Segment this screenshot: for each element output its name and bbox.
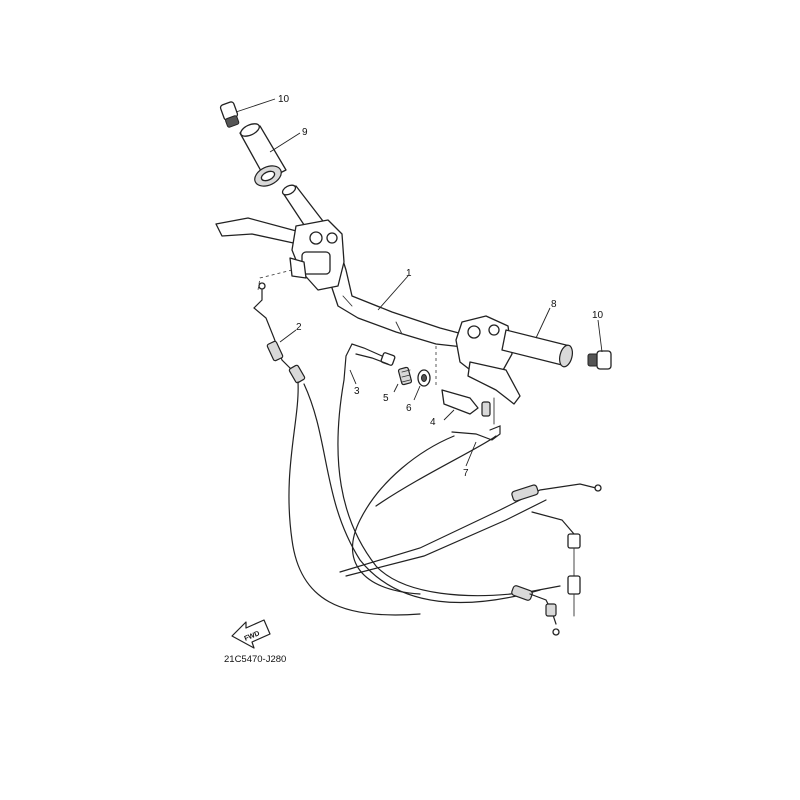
- left-lever-assembly[interactable]: [215, 217, 345, 291]
- throttle-cable-part[interactable]: [337, 343, 561, 597]
- diagram-code: 21C5470-J280: [224, 654, 286, 665]
- callout-9: 9: [302, 127, 308, 138]
- callout-10-left: 10: [278, 94, 290, 105]
- forward-arrow-icon: FWD: [231, 619, 271, 649]
- callout-7: 7: [463, 468, 469, 479]
- brake-switch-part[interactable]: [441, 389, 495, 425]
- lower-cable-part[interactable]: [351, 425, 501, 595]
- callout-5: 5: [383, 393, 389, 404]
- callout-1: 1: [406, 268, 412, 279]
- right-lever-assembly[interactable]: [455, 315, 521, 405]
- callout-2: 2: [296, 322, 302, 333]
- callout-4: 4: [430, 417, 436, 428]
- callout-3: 3: [354, 386, 360, 397]
- locknut-part[interactable]: [413, 369, 431, 401]
- clutch-cable-part[interactable]: [253, 282, 541, 616]
- grip-end-right-part[interactable]: [587, 319, 612, 370]
- left-grip-part[interactable]: [239, 121, 301, 190]
- throttle-cable-set-part[interactable]: [339, 483, 602, 636]
- callout-10-right: 10: [592, 310, 604, 321]
- grip-end-left-part[interactable]: [219, 98, 276, 128]
- cable-adjuster-part[interactable]: [393, 366, 413, 393]
- right-grip-part[interactable]: [501, 307, 574, 368]
- reference-line-left: [257, 269, 293, 291]
- callout-6: 6: [406, 403, 412, 414]
- callout-8: 8: [551, 299, 557, 310]
